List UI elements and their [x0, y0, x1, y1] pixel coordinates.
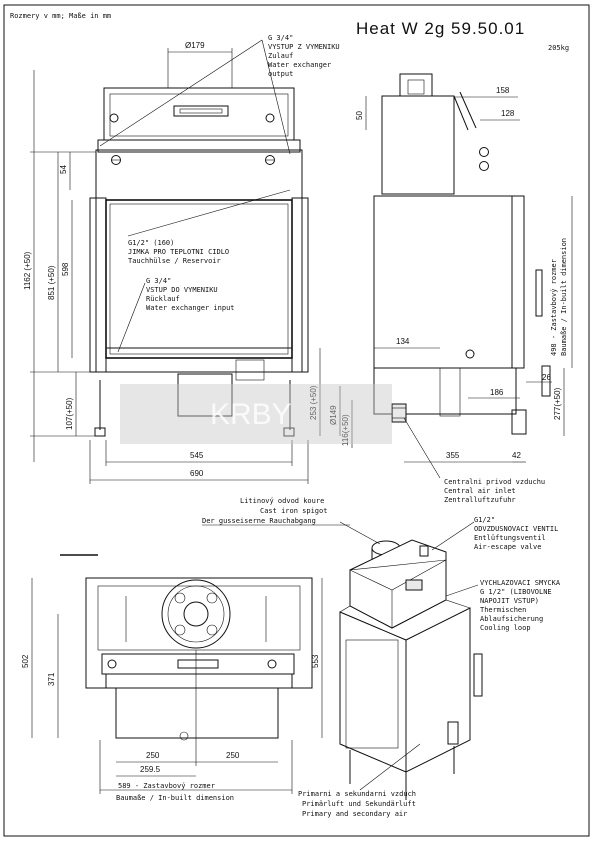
drawing-title: Heat W 2g 59.50.01 — [356, 19, 525, 38]
svg-text:Cast iron spigot: Cast iron spigot — [260, 507, 327, 515]
dim-d128: 128 — [501, 109, 515, 118]
dim-d553: 553 — [311, 654, 320, 668]
svg-text:Centralni privod vzduchu: Centralni privod vzduchu — [444, 478, 545, 486]
svg-text:Zentralluftzufuhr: Zentralluftzufuhr — [444, 496, 516, 504]
annotation-builtin-top: 589 - Zastavbový rozmer Baumaße / In-bui… — [116, 782, 234, 802]
dim-d149: Ø149 — [329, 405, 338, 425]
dim-d690: 690 — [190, 469, 204, 478]
svg-text:Zulauf: Zulauf — [268, 52, 293, 60]
svg-text:Primarni a sekundarni vzduch: Primarni a sekundarni vzduch — [298, 790, 416, 798]
svg-text:G1/2" (160): G1/2" (160) — [128, 239, 174, 247]
svg-text:output: output — [268, 70, 293, 78]
dim-d502: 502 — [21, 654, 30, 668]
svg-text:Tauchhülse / Reservoir: Tauchhülse / Reservoir — [128, 257, 221, 265]
dim-d50: 50 — [355, 111, 364, 120]
dim-d851: 851 (+50) — [47, 265, 56, 300]
svg-text:Litinový odvod koure: Litinový odvod koure — [240, 497, 324, 505]
svg-text:Air-escape valve: Air-escape valve — [474, 543, 541, 551]
builtin-side-line2: Baumaße / In-built dimension — [560, 238, 568, 356]
dim-d54: 54 — [59, 165, 68, 174]
svg-text:Cooling loop: Cooling loop — [480, 624, 531, 632]
annotation-air-escape: G1/2" ODVZDUSNOVACI VENTIL Entlüftungsve… — [474, 516, 558, 551]
front-leaders — [99, 39, 291, 353]
dim-d107: 107(+50) — [65, 397, 74, 430]
svg-text:Entlüftungsventil: Entlüftungsventil — [474, 534, 546, 542]
side-view: 50 158 128 134 26 186 277(+50) 498 - Zas… — [329, 73, 573, 479]
annotation-primary-air: Primarni a sekundarni vzduch Primärluft … — [298, 790, 416, 818]
builtin-side-line1: 498 - Zastavbový rozmer — [550, 259, 558, 356]
dim-d158: 158 — [496, 86, 510, 95]
dim-d134: 134 — [396, 337, 410, 346]
dim-d545: 545 — [190, 451, 204, 460]
dim-d179: Ø179 — [185, 41, 205, 50]
dim-d26: 26 — [542, 373, 551, 382]
dim-d253: 253 (+50) — [309, 385, 318, 420]
svg-text:G 1/2" (LIBOVOLNE: G 1/2" (LIBOVOLNE — [480, 588, 552, 596]
dim-d42: 42 — [512, 451, 521, 460]
svg-text:Primary and secondary air: Primary and secondary air — [302, 810, 407, 818]
dim-d1162: 1162 (+50) — [23, 251, 32, 290]
annotation-air-inlet: Centralni privod vzduchu Central air inl… — [444, 478, 545, 504]
weight-label: 205kg — [548, 44, 569, 52]
svg-text:Thermischen: Thermischen — [480, 606, 526, 614]
watermark: KRBY — [120, 384, 392, 444]
dim-d277: 277(+50) — [553, 387, 562, 420]
svg-text:Water exchanger: Water exchanger — [268, 61, 331, 69]
dim-d355: 355 — [446, 451, 460, 460]
dim-d186: 186 — [490, 388, 504, 397]
dim-d598: 598 — [61, 262, 70, 276]
dim-d2595: 259.5 — [140, 765, 161, 774]
svg-text:589 - Zastavbový rozmer: 589 - Zastavbový rozmer — [118, 782, 215, 790]
svg-text:KRBY: KRBY — [210, 398, 292, 431]
annotation-spigot: Litinový odvod koure Cast iron spigot De… — [202, 497, 350, 526]
front-view: Ø179 1162 (+50) 851 (+50) 598 54 107(+50… — [23, 41, 321, 484]
svg-text:Ablaufsicherung: Ablaufsicherung — [480, 615, 543, 623]
annotation-sensor: G1/2" (160) JIMKA PRO TEPLOTNI CIDLO Tau… — [128, 239, 229, 265]
svg-text:VSTUP DO VYMENIKU: VSTUP DO VYMENIKU — [146, 286, 218, 294]
svg-text:Central air inlet: Central air inlet — [444, 487, 516, 495]
isometric-view — [339, 521, 483, 800]
dim-d371: 371 — [47, 672, 56, 686]
svg-text:VYCHLAZOVACI SMYCKA: VYCHLAZOVACI SMYCKA — [480, 579, 561, 587]
sheet-border — [3, 4, 590, 837]
annotation-cooling: VYCHLAZOVACI SMYCKA G 1/2" (LIBOVOLNE NA… — [480, 579, 561, 632]
svg-text:ODVZDUSNOVACI VENTIL: ODVZDUSNOVACI VENTIL — [474, 525, 558, 533]
svg-text:Baumaße / In-built dimension: Baumaße / In-built dimension — [116, 794, 234, 802]
svg-text:Water exchanger input: Water exchanger input — [146, 304, 235, 312]
svg-text:G 3/4": G 3/4" — [146, 277, 171, 285]
svg-text:Der gusseiserne Rauchabgang: Der gusseiserne Rauchabgang — [202, 517, 316, 525]
svg-text:VYSTUP Z VYMENIKU: VYSTUP Z VYMENIKU — [268, 43, 340, 51]
units-note: Rozmery v mm; Maße in mm — [10, 12, 111, 20]
svg-text:NAPOJIT VSTUP): NAPOJIT VSTUP) — [480, 597, 539, 605]
svg-text:G 3/4": G 3/4" — [268, 34, 293, 42]
dim-d250a: 250 — [146, 751, 160, 760]
annotation-outlet: G 3/4" VYSTUP Z VYMENIKU Zulauf Water ex… — [268, 34, 340, 78]
annotation-inlet: G 3/4" VSTUP DO VYMENIKU Rücklauf Water … — [146, 277, 235, 312]
svg-text:Primärluft und Sekundärluft: Primärluft und Sekundärluft — [302, 800, 416, 808]
svg-text:Rücklauf: Rücklauf — [146, 295, 180, 303]
svg-text:JIMKA PRO TEPLOTNI CIDLO: JIMKA PRO TEPLOTNI CIDLO — [128, 248, 229, 256]
top-view: 502 371 553 250 250 259.5 — [21, 554, 323, 794]
dim-d116: 116(+50) — [341, 414, 350, 446]
dim-d250b: 250 — [226, 751, 240, 760]
svg-text:G1/2": G1/2" — [474, 516, 495, 524]
